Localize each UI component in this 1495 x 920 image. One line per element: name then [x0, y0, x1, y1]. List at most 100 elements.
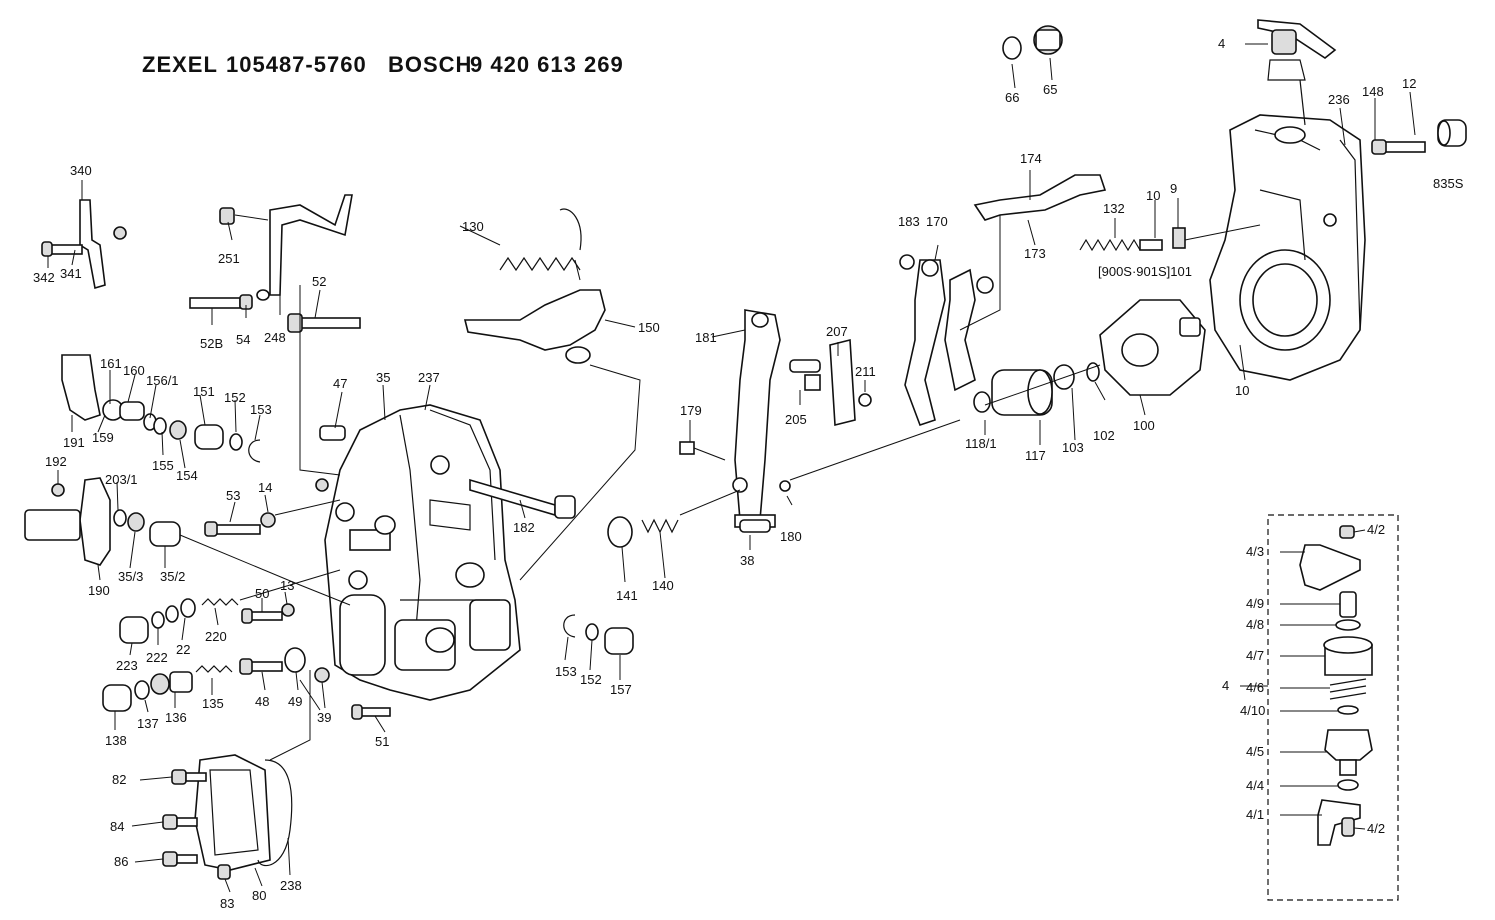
label-207: 207 — [826, 324, 848, 339]
label-148: 148 — [1362, 84, 1384, 99]
bolts-52 — [189, 289, 361, 333]
label-236: 236 — [1328, 92, 1350, 107]
brand-zexel: ZEXEL — [142, 52, 218, 77]
label-191: 191 — [63, 435, 85, 450]
label-4-7: 4/7 — [1246, 648, 1264, 663]
label-12: 12 — [1402, 76, 1416, 91]
label-10a: 10 — [1146, 188, 1160, 203]
label-4-2b: 4/2 — [1367, 821, 1385, 836]
spring-130 — [499, 208, 582, 281]
label-190: 190 — [88, 583, 110, 598]
label-835s: 835S — [1433, 176, 1464, 191]
label-135: 135 — [202, 696, 224, 711]
label-4-1: 4/1 — [1246, 807, 1264, 822]
label-157: 157 — [610, 682, 632, 697]
label-248: 248 — [264, 330, 286, 345]
adjusting-screw-220 — [119, 569, 341, 644]
sleeve-835s — [1371, 119, 1467, 155]
label-52b: 52B — [200, 336, 223, 351]
label-22: 22 — [176, 642, 190, 657]
leader-lines — [47, 43, 1416, 893]
label-4-2a: 4/2 — [1367, 522, 1385, 537]
label-152a: 152 — [224, 390, 246, 405]
label-54: 54 — [236, 332, 250, 347]
brand-bosch: BOSCH — [388, 52, 473, 77]
label-53: 53 — [226, 488, 240, 503]
label-47: 47 — [333, 376, 347, 391]
label-152b: 152 — [580, 672, 602, 687]
label-117: 117 — [1025, 448, 1046, 463]
label-205: 205 — [785, 412, 807, 427]
label-86: 86 — [114, 854, 128, 869]
label-52: 52 — [312, 274, 326, 289]
label-49: 49 — [288, 694, 302, 709]
spring-132 — [1079, 224, 1261, 252]
label-39: 39 — [317, 710, 331, 725]
label-182: 182 — [513, 520, 535, 535]
lever-170 — [899, 254, 994, 427]
label-151: 151 — [193, 384, 215, 399]
label-84: 84 — [110, 819, 124, 834]
label-183: 183 — [898, 214, 920, 229]
label-100: 100 — [1133, 418, 1155, 433]
lever-181 — [732, 309, 781, 528]
label-220: 220 — [205, 629, 227, 644]
label-51: 51 — [375, 734, 389, 749]
label-4-8: 4/8 — [1246, 617, 1264, 632]
label-238: 238 — [280, 878, 302, 893]
screws-lower — [239, 603, 391, 720]
adjusting-screw-135 — [102, 665, 233, 712]
label-50: 50 — [255, 586, 269, 601]
label-179: 179 — [680, 403, 702, 418]
label-251: 251 — [218, 251, 240, 266]
label-130: 130 — [462, 219, 484, 234]
label-340: 340 — [70, 163, 92, 178]
label-150: 150 — [638, 320, 660, 335]
label-174: 174 — [1020, 151, 1042, 166]
label-159: 159 — [92, 430, 114, 445]
spring-140 — [607, 489, 741, 548]
label-4-9: 4/9 — [1246, 596, 1264, 611]
plug-157 — [563, 614, 634, 655]
label-4-inset: 4 — [1222, 678, 1229, 693]
label-222: 222 — [146, 650, 168, 665]
bracket-340 — [41, 199, 127, 290]
label-203-1: 203/1 — [105, 472, 138, 487]
pin-179 — [679, 419, 961, 533]
cover-80 — [162, 670, 311, 880]
inset-cap-assembly — [1267, 514, 1399, 901]
label-141: 141 — [616, 588, 638, 603]
label-65: 65 — [1043, 82, 1057, 97]
label-35-3: 35/3 — [118, 569, 143, 584]
label-4-10: 4/10 — [1240, 703, 1265, 718]
label-161: 161 — [100, 356, 122, 371]
label-153a: 153 — [250, 402, 272, 417]
label-66: 66 — [1005, 90, 1019, 105]
part-number-bosch: 9 420 613 269 — [470, 52, 624, 77]
lever-150 — [463, 289, 641, 581]
stop-lever-190 — [24, 477, 351, 606]
label-35: 35 — [376, 370, 390, 385]
label-80: 80 — [252, 888, 266, 903]
label-223: 223 — [116, 658, 138, 673]
label-180: 180 — [780, 529, 802, 544]
label-160: 160 — [123, 363, 145, 378]
label-4-4: 4/4 — [1246, 778, 1264, 793]
label-136: 136 — [165, 710, 187, 725]
label-132: 132 — [1103, 201, 1125, 216]
label-181: 181 — [695, 330, 717, 345]
rod-182 — [469, 478, 576, 519]
label-140: 140 — [652, 578, 674, 593]
label-38: 38 — [740, 553, 754, 568]
label-14: 14 — [258, 480, 272, 495]
label-4-3: 4/3 — [1246, 544, 1264, 559]
label-4-6: 4/6 — [1246, 680, 1264, 695]
label-170: 170 — [926, 214, 948, 229]
label-154: 154 — [176, 468, 198, 483]
label-173: 173 — [1024, 246, 1046, 261]
label-10b: 10 — [1235, 383, 1249, 398]
screws-53-14-47 — [204, 425, 346, 537]
flyweight-100 — [1099, 299, 1206, 396]
